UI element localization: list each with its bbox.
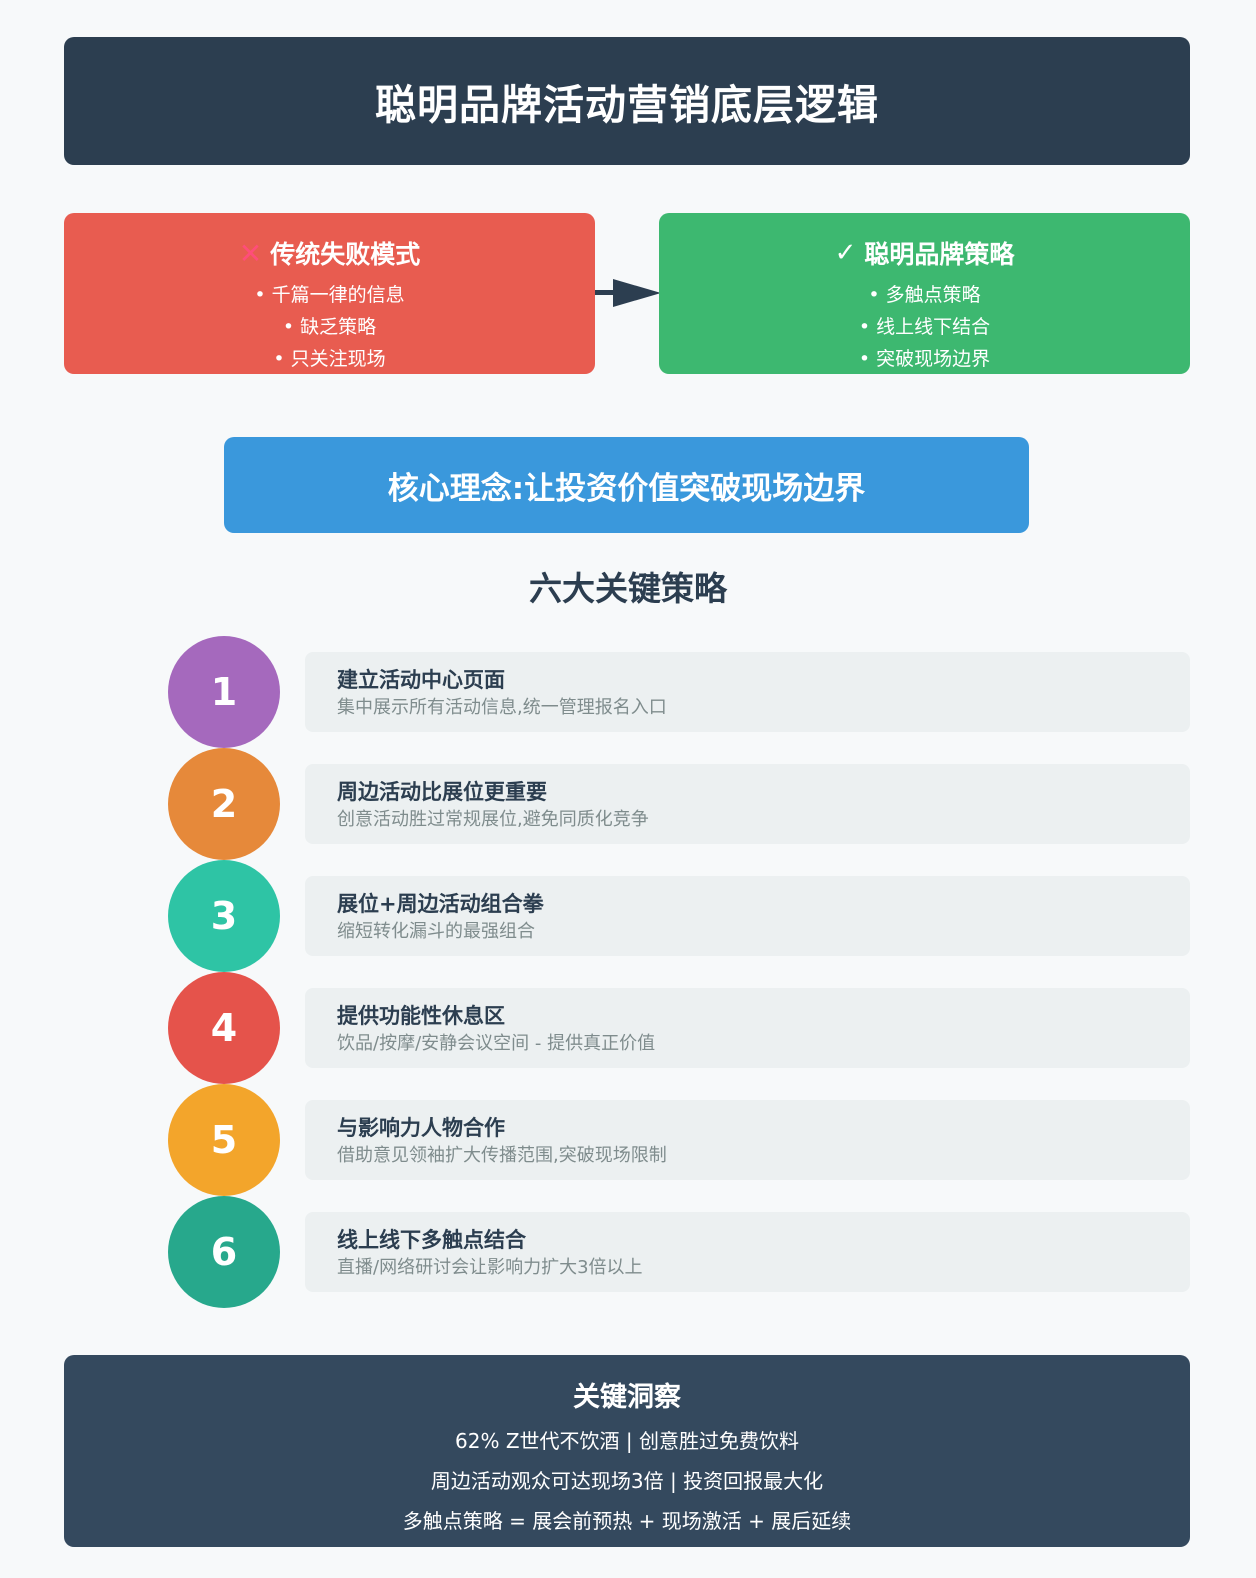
failure-item: 缺乏策略 <box>64 311 595 343</box>
title-banner: 聪明品牌活动营销底层逻辑 <box>64 37 1190 165</box>
failure-item: 千篇一律的信息 <box>64 279 595 311</box>
strategy-desc: 创意活动胜过常规展位,避免同质化竞争 <box>337 809 649 830</box>
insight-line: 62% Z世代不饮酒 | 创意胜过免费饮料 <box>455 1429 799 1453</box>
strategy-card: 周边活动比展位更重要 创意活动胜过常规展位,避免同质化竞争 <box>305 764 1190 844</box>
strategy-desc: 缩短转化漏斗的最强组合 <box>337 921 535 942</box>
strategy-row-3: 3 展位+周边活动组合拳 缩短转化漏斗的最强组合 <box>168 860 1190 972</box>
core-concept-banner: 核心理念:让投资价值突破现场边界 <box>224 437 1029 533</box>
strategy-number-circle: 1 <box>168 636 280 748</box>
strategy-list: 多触点策略 线上线下结合 突破现场边界 <box>659 279 1190 375</box>
failure-heading: 传统失败模式 <box>270 240 421 269</box>
insight-line: 多触点策略 = 展会前预热 + 现场激活 + 展后延续 <box>402 1509 852 1533</box>
strategy-card: 线上线下多触点结合 直播/网络研讨会让影响力扩大3倍以上 <box>305 1212 1190 1292</box>
strategy-number-circle: 3 <box>168 860 280 972</box>
strategy-card: 建立活动中心页面 集中展示所有活动信息,统一管理报名入口 <box>305 652 1190 732</box>
strategy-title: 提供功能性休息区 <box>337 1004 505 1028</box>
traditional-failure-box: ✕ 传统失败模式 千篇一律的信息 缺乏策略 只关注现场 <box>64 213 595 374</box>
strategy-row-1: 1 建立活动中心页面 集中展示所有活动信息,统一管理报名入口 <box>168 636 1190 748</box>
section-title: 六大关键策略 <box>529 569 727 608</box>
page-title: 聪明品牌活动营销底层逻辑 <box>375 81 879 129</box>
strategy-desc: 集中展示所有活动信息,统一管理报名入口 <box>337 697 667 718</box>
arrow-right-icon <box>595 279 661 307</box>
insight-line: 周边活动观众可达现场3倍 | 投资回报最大化 <box>430 1469 824 1493</box>
strategy-heading: 聪明品牌策略 <box>864 240 1015 269</box>
strategy-number-circle: 5 <box>168 1084 280 1196</box>
strategy-number-circle: 2 <box>168 748 280 860</box>
strategy-item: 多触点策略 <box>659 279 1190 311</box>
strategy-title: 与影响力人物合作 <box>337 1116 505 1140</box>
strategy-desc: 饮品/按摩/安静会议空间 - 提供真正价值 <box>337 1033 656 1054</box>
smart-strategy-box: ✓ 聪明品牌策略 多触点策略 线上线下结合 突破现场边界 <box>659 213 1190 374</box>
failure-item: 只关注现场 <box>64 343 595 375</box>
strategy-title: 建立活动中心页面 <box>337 668 505 692</box>
strategy-number-circle: 4 <box>168 972 280 1084</box>
strategy-card: 提供功能性休息区 饮品/按摩/安静会议空间 - 提供真正价值 <box>305 988 1190 1068</box>
strategy-row-5: 5 与影响力人物合作 借助意见领袖扩大传播范围,突破现场限制 <box>168 1084 1190 1196</box>
strategy-row-6: 6 线上线下多触点结合 直播/网络研讨会让影响力扩大3倍以上 <box>168 1196 1190 1308</box>
strategy-row-2: 2 周边活动比展位更重要 创意活动胜过常规展位,避免同质化竞争 <box>168 748 1190 860</box>
strategy-row-4: 4 提供功能性休息区 饮品/按摩/安静会议空间 - 提供真正价值 <box>168 972 1190 1084</box>
strategy-title: 周边活动比展位更重要 <box>337 780 547 804</box>
strategy-card: 展位+周边活动组合拳 缩短转化漏斗的最强组合 <box>305 876 1190 956</box>
check-icon: ✓ <box>834 238 857 268</box>
strategy-desc: 借助意见领袖扩大传播范围,突破现场限制 <box>337 1145 667 1166</box>
strategy-title: 展位+周边活动组合拳 <box>337 892 544 916</box>
strategy-item: 突破现场边界 <box>659 343 1190 375</box>
strategy-title: 线上线下多触点结合 <box>337 1228 526 1252</box>
strategy-number-circle: 6 <box>168 1196 280 1308</box>
strategy-card: 与影响力人物合作 借助意见领袖扩大传播范围,突破现场限制 <box>305 1100 1190 1180</box>
core-concept: 核心理念:让投资价值突破现场边界 <box>387 470 866 507</box>
key-insight-box: 关键洞察 62% Z世代不饮酒 | 创意胜过免费饮料 周边活动观众可达现场3倍 … <box>64 1355 1190 1547</box>
failure-list: 千篇一律的信息 缺乏策略 只关注现场 <box>64 279 595 375</box>
strategy-item: 线上线下结合 <box>659 311 1190 343</box>
cross-icon: ✕ <box>238 236 263 270</box>
insight-heading: 关键洞察 <box>573 1382 681 1413</box>
strategy-desc: 直播/网络研讨会让影响力扩大3倍以上 <box>337 1257 643 1278</box>
